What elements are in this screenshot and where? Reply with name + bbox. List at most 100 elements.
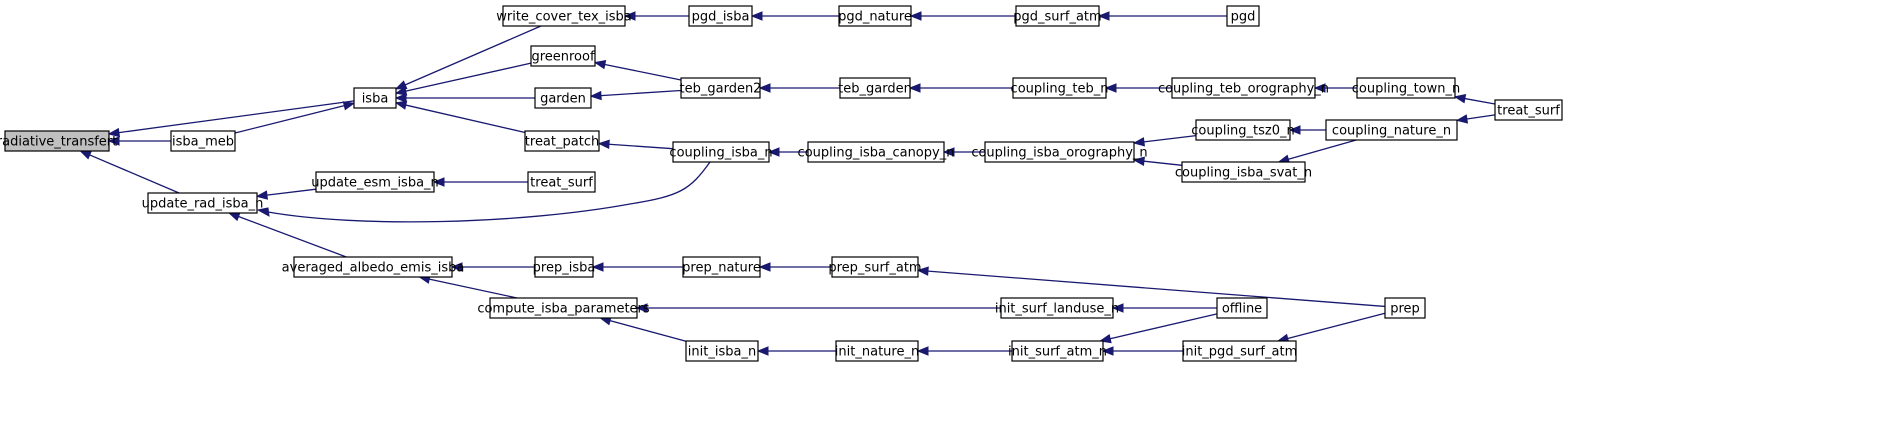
node-box (688, 5, 753, 27)
node-label: write_cover_tex_isba (496, 10, 631, 25)
node-label: treat_surf (1497, 104, 1560, 119)
node-label: update_rad_isba_n (142, 197, 264, 212)
node-label: compute_isba_parameters (477, 302, 650, 317)
edge-arrowhead (589, 90, 602, 101)
node-label: prep_surf_atm (828, 261, 921, 276)
edge-arrowhead (591, 262, 604, 272)
node-label: coupling_teb_orography_n (1158, 82, 1329, 97)
edge-arrowhead (394, 100, 408, 110)
graph-node[interactable]: init_nature_n (835, 340, 919, 362)
graph-node[interactable]: update_rad_isba_n (142, 192, 264, 214)
graph-node[interactable]: init_pgd_surf_atm (1182, 340, 1297, 362)
graph-node[interactable]: init_surf_atm_n (1008, 340, 1107, 362)
call-edge (266, 188, 317, 196)
edge-arrowhead (758, 83, 771, 93)
graph-node[interactable]: pgd_isba (688, 5, 753, 27)
call-edge (405, 62, 532, 92)
edge-arrowhead (107, 127, 121, 138)
node-label: coupling_town_n (1352, 82, 1460, 97)
node-label: isba (362, 92, 389, 107)
call-edge (1110, 313, 1218, 340)
graph-node[interactable]: prep (1384, 297, 1426, 319)
graph-node[interactable]: coupling_teb_n (1011, 77, 1109, 99)
graph-node[interactable]: offline (1216, 297, 1268, 319)
graph-node[interactable]: compute_isba_parameters (477, 297, 650, 319)
node-label: coupling_tsz0_n (1191, 124, 1295, 139)
node-label: greenroof (531, 50, 595, 65)
edge-arrowhead (342, 101, 356, 111)
graph-node[interactable]: write_cover_tex_isba (496, 5, 632, 27)
edge-arrowhead (1313, 83, 1326, 93)
node-box (502, 5, 626, 27)
node-box (293, 256, 453, 278)
node-label: coupling_isba_canopy_n (798, 146, 955, 161)
node-box (682, 256, 761, 278)
graph-node[interactable]: update_esm_isba_n (311, 171, 439, 193)
graph-node[interactable]: coupling_isba_n (669, 141, 773, 163)
graph-node[interactable]: coupling_isba_canopy_n (798, 141, 955, 163)
edge-arrowhead (1104, 83, 1117, 93)
graph-node[interactable]: coupling_nature_n (1325, 119, 1458, 141)
node-label: treat_patch (525, 135, 599, 150)
edge-arrowhead (450, 262, 463, 272)
edge-arrowhead (107, 136, 120, 146)
call-edge (1143, 134, 1197, 143)
graph-node[interactable]: garden (534, 87, 592, 109)
graph-node[interactable]: greenroof (530, 45, 596, 67)
node-label: prep_isba (533, 261, 596, 276)
graph-node[interactable]: treat_patch (524, 130, 600, 152)
graph-node[interactable]: coupling_isba_orography_n (971, 141, 1148, 163)
graph-node[interactable]: isba (353, 87, 397, 109)
edge-arrowhead (909, 11, 922, 21)
call-edge (1143, 160, 1183, 166)
edge-arrowhead (79, 150, 92, 160)
edges-layer (79, 11, 1496, 356)
call-edge (1287, 312, 1386, 340)
graph-node[interactable]: prep_isba (533, 256, 596, 278)
edge-arrowhead (756, 346, 769, 356)
node-label: pgd_isba (692, 10, 750, 25)
graph-node[interactable]: pgd_surf_atm (1013, 5, 1102, 27)
node-box (534, 256, 594, 278)
node-box (353, 87, 397, 109)
node-box (835, 340, 919, 362)
call-edge (429, 278, 518, 299)
graph-node[interactable]: prep_nature (682, 256, 761, 278)
node-box (1181, 161, 1306, 183)
node-label: averaged_albedo_emis_isba (282, 261, 465, 276)
graph-node[interactable]: averaged_albedo_emis_isba (282, 256, 465, 278)
edge-arrowhead (1132, 156, 1145, 166)
node-label: teb_garden2 (680, 82, 762, 97)
graph-node[interactable]: coupling_isba_svat_n (1175, 161, 1312, 183)
graph-node[interactable]: isba_meb (170, 130, 236, 152)
node-box (1182, 340, 1297, 362)
node-label: init_isba_n (688, 345, 756, 360)
node-label: coupling_nature_n (1332, 124, 1451, 139)
node-box (1012, 77, 1107, 99)
graph-node[interactable]: prep_surf_atm (828, 256, 922, 278)
call-edge (89, 154, 180, 194)
graph-node[interactable]: treat_surf (1494, 99, 1563, 121)
edge-arrowhead (767, 147, 780, 157)
call-edge (238, 215, 347, 258)
graph-node[interactable]: init_isba_n (685, 340, 759, 362)
node-label: init_pgd_surf_atm (1182, 345, 1297, 360)
call-edge (118, 100, 355, 134)
graph-node[interactable]: coupling_town_n (1352, 77, 1460, 99)
graph-node[interactable]: treat_surf (527, 171, 596, 193)
node-box (1195, 119, 1291, 141)
node-box (1494, 99, 1563, 121)
node-label: coupling_isba_n (669, 146, 772, 161)
node-box (147, 192, 258, 214)
node-box (1011, 340, 1104, 362)
node-label: pgd (1231, 10, 1256, 25)
graph-node[interactable]: pgd (1226, 5, 1260, 27)
call-edge (604, 63, 682, 81)
graph-node[interactable]: pgd_nature (838, 5, 912, 27)
graph-node[interactable]: init_surf_landuse_n (995, 297, 1119, 319)
graph-node[interactable]: teb_garden (838, 77, 912, 99)
node-label: prep_nature (682, 261, 761, 276)
graph-node[interactable]: coupling_tsz0_n (1191, 119, 1295, 141)
graph-node[interactable]: coupling_teb_orography_n (1158, 77, 1329, 99)
graph-node[interactable]: teb_garden2 (680, 77, 762, 99)
